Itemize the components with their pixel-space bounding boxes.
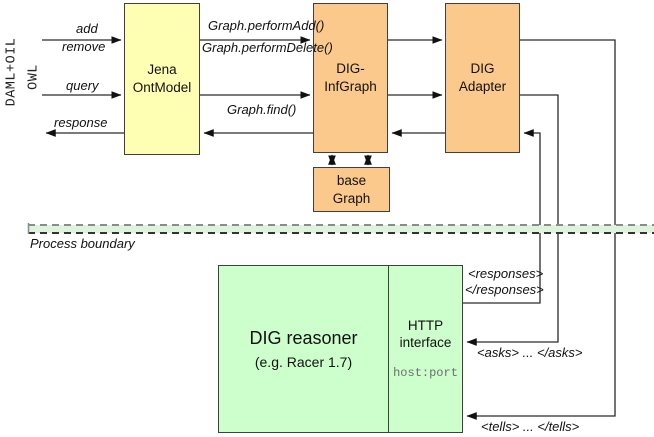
base-graph-label-line1: base — [336, 172, 367, 188]
find-label: Graph.find() — [227, 102, 297, 117]
http-interface-label-line2: interface — [399, 335, 452, 351]
dig-adapter-box: DIG Adapter — [445, 3, 520, 153]
arrow-asks — [466, 94, 559, 346]
base-graph-label-line2: Graph — [332, 190, 371, 206]
process-boundary-label: Process boundary — [30, 236, 135, 251]
responses-close-label: </responses> — [465, 282, 544, 297]
response-label: response — [54, 115, 108, 130]
owl-label: OWL — [26, 64, 42, 90]
process-boundary-band — [27, 223, 654, 234]
dig-adapter-label-line2: Adapter — [458, 79, 507, 94]
dig-reasoner-box: DIG reasoner (e.g. Racer 1.7) HTTP inter… — [218, 265, 463, 433]
dig-infgraph-label-line2: InfGraph — [324, 79, 377, 94]
http-interface-compartment: HTTP interface host:port — [389, 266, 462, 432]
tells-label: <tells> ... </tells> — [481, 419, 580, 434]
perform-delete-label: Graph.performDelete() — [202, 40, 333, 55]
jena-ontmodel-label-line1: Jena — [147, 62, 177, 78]
add-label: add — [76, 21, 98, 36]
dig-adapter-label-line1: DIG — [470, 61, 495, 77]
jena-ontmodel-box: Jena OntModel — [124, 3, 200, 155]
base-graph-box: base Graph — [313, 167, 390, 212]
responses-open-label: <responses> — [468, 266, 544, 281]
dig-reasoner-title: DIG reasoner — [249, 328, 358, 349]
daml-oil-label: DAML+OIL — [4, 37, 20, 107]
arrow-responses — [463, 129, 541, 304]
host-port-label: host:port — [393, 365, 458, 380]
perform-add-label: Graph.performAdd() — [208, 18, 325, 33]
dig-infgraph-box: DIG- InfGraph — [313, 3, 388, 153]
asks-label: <asks> ... </asks> — [477, 345, 583, 360]
dig-reasoner-main-compartment: DIG reasoner (e.g. Racer 1.7) — [219, 266, 389, 432]
dig-infgraph-label-line1: DIG- — [336, 61, 365, 77]
http-interface-label-line1: HTTP — [407, 317, 444, 333]
jena-ontmodel-label-line2: OntModel — [132, 80, 192, 95]
query-label: query — [66, 78, 99, 93]
remove-label: remove — [62, 39, 106, 54]
dig-reasoner-subtitle: (e.g. Racer 1.7) — [254, 353, 353, 370]
